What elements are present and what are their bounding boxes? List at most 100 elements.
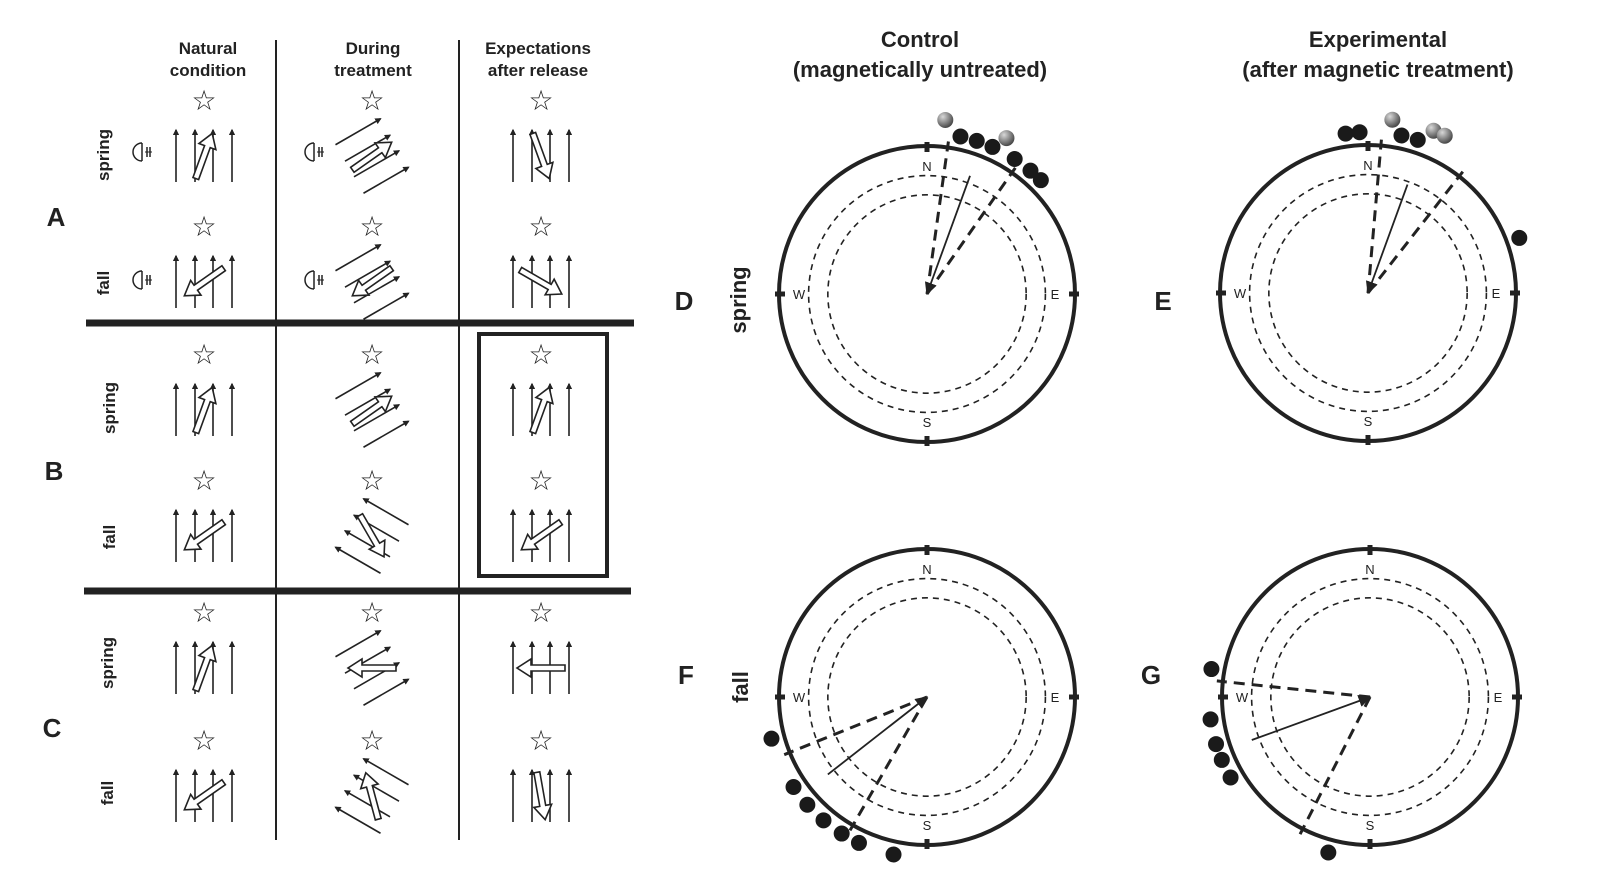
side-season-spring: spring [726,266,751,333]
star-icon: ☆ [191,338,216,371]
sky-icon-a-fall-during [304,270,324,290]
star-icon: ☆ [528,210,553,243]
direction-label-n: N [922,562,931,577]
cell-a-fall-expect: ☆ [509,210,573,308]
star-icon: ☆ [528,84,553,117]
direction-label-w: W [1234,286,1247,301]
mean-vector-arrow [1365,184,1409,295]
bird-dot [833,825,850,842]
row-label-b: B [45,456,64,486]
bird-dot [785,779,802,796]
bird-dot [1222,769,1239,786]
direction-label-s: S [923,415,932,430]
cell-c-fall-natural: ☆ [172,724,236,822]
season-label-b-spring: spring [100,382,119,434]
cell-a-fall-during: ☆ [335,210,410,320]
direction-label-w: W [793,690,806,705]
bird-dot [1393,127,1410,144]
row-labels: A B C [43,202,66,743]
header-experimental-line2: (after magnetic treatment) [1242,57,1513,82]
season-labels: spring fall spring fall spring fall [94,129,119,805]
star-icon: ☆ [191,84,216,117]
cell-a-spring-expect: ☆ [509,84,573,182]
star-icon: ☆ [191,464,216,497]
cell-b-spring-natural: ☆ [172,338,236,436]
cell-b-spring-during: ☆ [335,338,410,448]
highlight-box [477,332,609,578]
cell-b-fall-expect: ☆ [509,464,573,562]
circular-plot-e: N E S W [1216,111,1528,445]
confidence-interval-line [925,166,1017,295]
star-icon: ☆ [191,724,216,757]
cell-b-fall-during: ☆ [334,464,409,574]
bird-dot [1213,751,1230,768]
cell-b-spring-expect: ☆ [509,338,573,436]
star-icon: ☆ [359,210,384,243]
star-icon: ☆ [359,724,384,757]
bird-dot [1409,131,1426,148]
season-label-c-fall: fall [98,781,117,806]
mean-vector-arrow [1251,694,1372,741]
cell-c-spring-expect: ☆ [509,596,573,694]
direction-label-n: N [1365,562,1374,577]
cell-c-spring-during: ☆ [335,596,410,706]
schematic-cells: ☆☆☆☆☆☆☆☆☆☆☆☆☆☆☆☆☆☆ [172,84,573,834]
bird-dot [1511,229,1528,246]
row-label-c: C [43,713,62,743]
star-icon: ☆ [359,464,384,497]
confidence-interval-line [1366,170,1464,294]
direction-label-s: S [1364,414,1373,429]
direction-label-w: W [793,287,806,302]
header-control-line2: (magnetically untreated) [793,57,1047,82]
bird-dot [984,138,1001,155]
confidence-interval-line [1216,679,1371,699]
sky-icons [132,142,324,290]
confidence-interval-line [925,141,950,295]
header-experimental-line1: Experimental [1309,27,1447,52]
bird-dot [1203,661,1220,678]
star-icon: ☆ [359,596,384,629]
direction-label-n: N [1363,158,1372,173]
cell-a-spring-natural: ☆ [172,84,236,182]
bird-dot [968,132,985,149]
panel-label-d: D [675,286,694,316]
confidence-interval-line [1298,696,1372,835]
direction-label-w: W [1236,690,1249,705]
header-during-line1: During [346,39,401,58]
bird-dot [1032,172,1049,189]
sky-icon-a-spring-during [304,142,324,162]
header-expect-line2: after release [488,61,588,80]
header-control-line1: Control [881,27,959,52]
bird-dot-stacked [1384,111,1401,128]
cell-c-fall-during: ☆ [334,724,409,834]
sky-icon-a-spring-natural [132,142,152,162]
season-label-b-fall: fall [100,525,119,550]
direction-label-e: E [1492,286,1501,301]
bird-dot-stacked [998,130,1015,147]
sky-icon-a-fall-natural [132,270,152,290]
side-season-fall: fall [728,671,753,703]
header-expect-line1: Expectations [485,39,591,58]
bird-dot [799,796,816,813]
star-icon: ☆ [528,724,553,757]
bird-dot [1320,844,1337,861]
header-natural-line2: condition [170,61,246,80]
panel-label-g: G [1141,660,1161,690]
season-label-c-spring: spring [98,637,117,689]
mean-vector-arrow [827,696,928,776]
cell-c-spring-natural: ☆ [172,596,236,694]
mean-vector-arrow [924,175,971,296]
bird-dot [1202,711,1219,728]
confidence-interval-line [1366,139,1383,294]
bird-dot-stacked [937,111,954,128]
season-label-a-fall: fall [94,271,113,296]
bird-dot [1351,124,1368,141]
star-icon: ☆ [359,338,384,371]
panel-label-f: F [678,660,694,690]
direction-label-e: E [1051,287,1060,302]
direction-label-e: E [1051,690,1060,705]
